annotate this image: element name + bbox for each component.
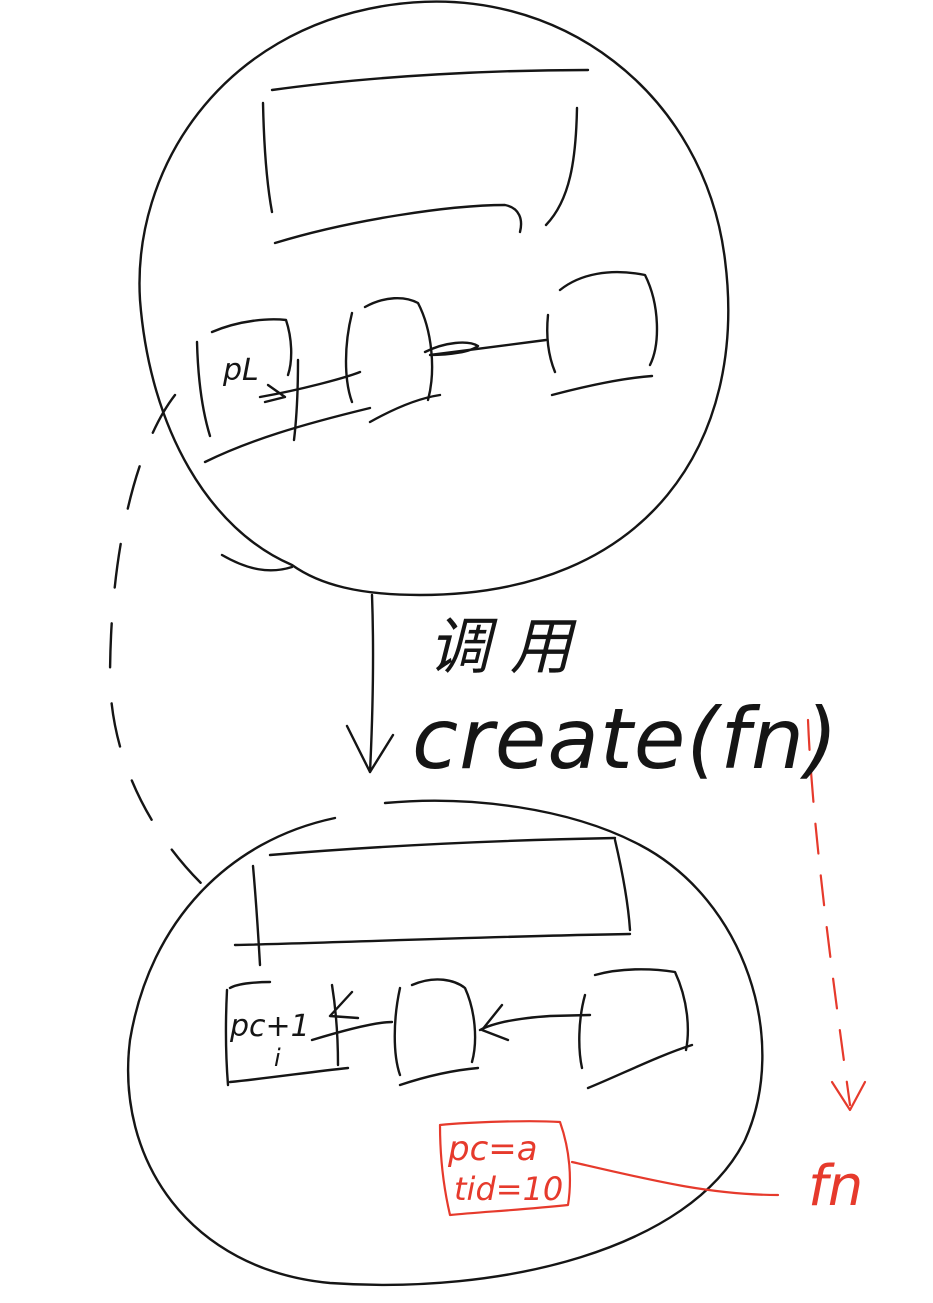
parent-code-segment [261, 68, 590, 245]
bottom-frame-slot-marker: i [274, 1044, 281, 1072]
call-text-label: 调 用 [428, 610, 577, 683]
create-call-label: create(fn) [412, 690, 839, 788]
labels: pL 调 用 create(fn) pc+1 i pc=a tid=10 fn [222, 353, 863, 1219]
parent-process-group [138, 0, 730, 597]
bottom-frame-slot-label: pc+1 [229, 1009, 310, 1044]
thread-pc-label: pc=a [447, 1129, 538, 1169]
parent-process-circle-tail [220, 553, 294, 572]
fn-dashed-arrow-head [830, 1080, 867, 1112]
parent-process-circle [138, 0, 730, 597]
thread-tid-label: tid=10 [454, 1170, 563, 1208]
new-thread-oval [126, 799, 764, 1287]
parent-stack-frames [195, 270, 659, 464]
top-frame-slot-label: pL [222, 353, 259, 388]
fn-dashed-arrow-shaft [806, 718, 852, 1107]
shared-address-space-dashed-line [108, 393, 210, 892]
new-thread-code-segment [233, 836, 632, 967]
pc-to-fn-link [570, 1160, 780, 1197]
call-arrow-shaft [368, 593, 375, 774]
thread-control-block-box [438, 1120, 572, 1217]
thread-context-annotation [438, 718, 867, 1217]
call-arrow [345, 593, 395, 774]
new-thread-group [126, 799, 764, 1287]
new-thread-stack-frames [224, 968, 694, 1090]
call-arrow-head [345, 724, 395, 774]
function-target-label: fn [808, 1154, 863, 1219]
